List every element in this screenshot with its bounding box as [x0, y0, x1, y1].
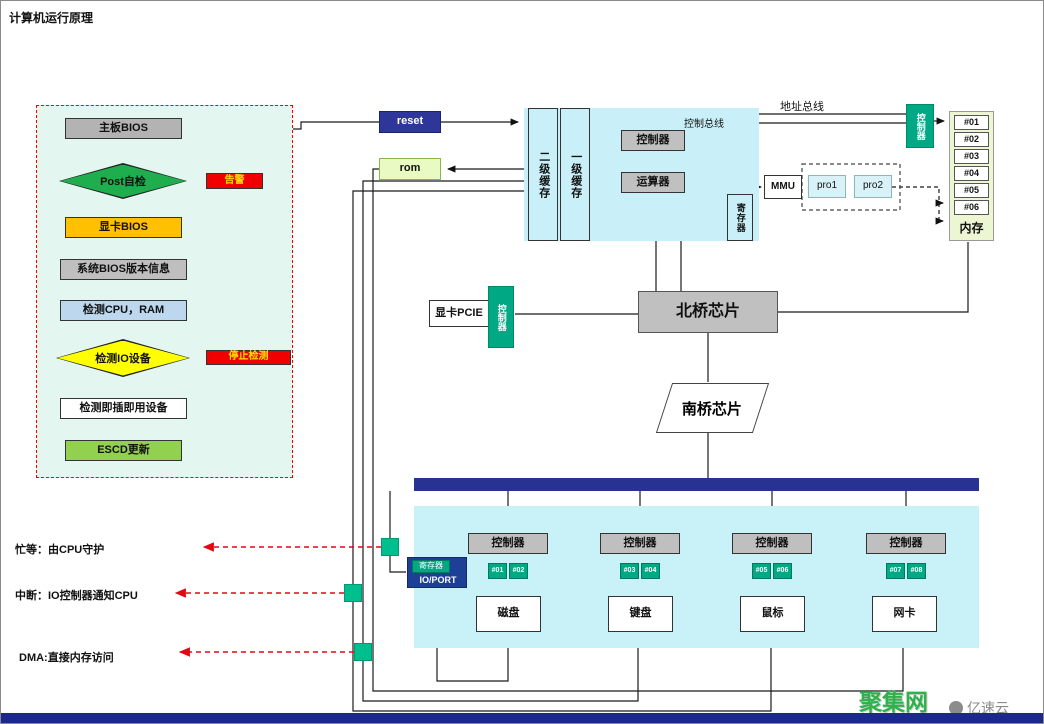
site-name: 亿速云: [967, 700, 1009, 716]
bottom-bar: [1, 713, 1043, 723]
io-port-block: 寄存器 IO/PORT: [407, 557, 467, 588]
memory-controller: 控制器: [906, 104, 934, 148]
cpu-l2-cache: 二级缓存: [528, 108, 558, 241]
flow-node-escd-update: ESCD更新: [65, 440, 182, 461]
flow-node-sys-bios-info: 系统BIOS版本信息: [60, 259, 187, 280]
io-register-chip: 寄存器: [412, 560, 450, 573]
flow-node-stop-detect: 停止检测: [206, 350, 291, 365]
device-disk: 磁盘: [476, 596, 541, 632]
interrupt-junction: [344, 584, 362, 602]
io-port-chip: #04: [641, 563, 660, 579]
flow-node-alarm: 告警: [206, 173, 263, 189]
dashed-pro-memory-2: [935, 203, 944, 225]
pro2-box: pro2: [854, 175, 892, 198]
flow-node-mainboard-bios: 主板BIOS: [65, 118, 182, 139]
address-bus-label: 地址总线: [780, 101, 824, 113]
boot-flowchart-panel: [36, 105, 293, 478]
gpu-pcie-box: 显卡PCIE: [429, 300, 489, 327]
memory-cell: #04: [954, 166, 989, 181]
flow-node-detect-pnp: 检测即插即用设备: [60, 398, 187, 419]
pro1-box: pro1: [808, 175, 846, 198]
io-controller-mouse: 控制器: [732, 533, 812, 554]
memory-label: 内存: [959, 220, 984, 235]
busywait-junction: [381, 538, 399, 556]
memory-cell: #06: [954, 200, 989, 215]
mmu-box: MMU: [764, 175, 802, 199]
io-port-chip: #08: [907, 563, 926, 579]
device-netcard: 网卡: [872, 596, 937, 632]
flow-node-post-check: Post自检: [59, 163, 187, 199]
memory-cell: #01: [954, 115, 989, 130]
loop-cpu-keyboard: [362, 180, 639, 702]
io-port-label: IO/PORT: [419, 574, 457, 585]
flow-node-detect-cpu-ram: 检测CPU，RAM: [60, 300, 187, 321]
annotation-busywait: 忙等：由CPU守护: [15, 544, 105, 556]
control-bus-label: 控制总线: [684, 119, 724, 130]
io-port-chip: #06: [773, 563, 792, 579]
io-port-chip: #03: [620, 563, 639, 579]
rom-signal-box: rom: [379, 158, 441, 180]
page-title: 计算机运行原理: [9, 11, 94, 25]
io-port-chip: #02: [509, 563, 528, 579]
io-controller-disk: 控制器: [468, 533, 548, 554]
dashed-pro-group-box: [801, 163, 901, 211]
memory-cell: #03: [954, 149, 989, 164]
north-bridge: 北桥芯片: [638, 291, 778, 333]
reset-signal-box: reset: [379, 111, 441, 133]
system-bus-bar: [414, 478, 979, 491]
connector-busywait-ioport: [389, 556, 406, 573]
annotation-dma: DMA:直接内存访问: [19, 652, 114, 664]
watermark-brand: 聚集网: [859, 689, 928, 715]
watermark-site: 亿速云: [949, 698, 1009, 718]
loop-cpu-mouse: [352, 190, 772, 712]
south-bridge: 南桥芯片: [655, 383, 770, 433]
flow-node-gpu-bios: 显卡BIOS: [65, 217, 182, 238]
device-mouse: 鼠标: [740, 596, 805, 632]
io-controller-netcard: 控制器: [866, 533, 946, 554]
site-logo-icon: [949, 701, 963, 715]
cpu-register: 寄存器: [727, 194, 753, 241]
cpu-controller: 控制器: [621, 130, 685, 151]
memory-cell: #05: [954, 183, 989, 198]
io-controller-keyboard: 控制器: [600, 533, 680, 554]
flow-node-detect-io: 检测IO设备: [56, 339, 190, 377]
dashed-pro-memory-1: [892, 186, 944, 207]
device-keyboard: 键盘: [608, 596, 673, 632]
io-port-chip: #05: [752, 563, 771, 579]
cpu-alu: 运算器: [621, 172, 685, 193]
dma-junction: [354, 643, 372, 661]
annotation-interrupt: 中断：IO控制器通知CPU: [15, 590, 138, 602]
io-port-chip: #01: [488, 563, 507, 579]
cpu-l1-cache: 一级缓存: [560, 108, 590, 241]
io-port-chip: #07: [886, 563, 905, 579]
gpu-controller: 控制器: [488, 286, 514, 348]
connector-north-memory: [778, 242, 969, 313]
memory-cell: #02: [954, 132, 989, 147]
loop-rom-netcard: [372, 168, 904, 692]
